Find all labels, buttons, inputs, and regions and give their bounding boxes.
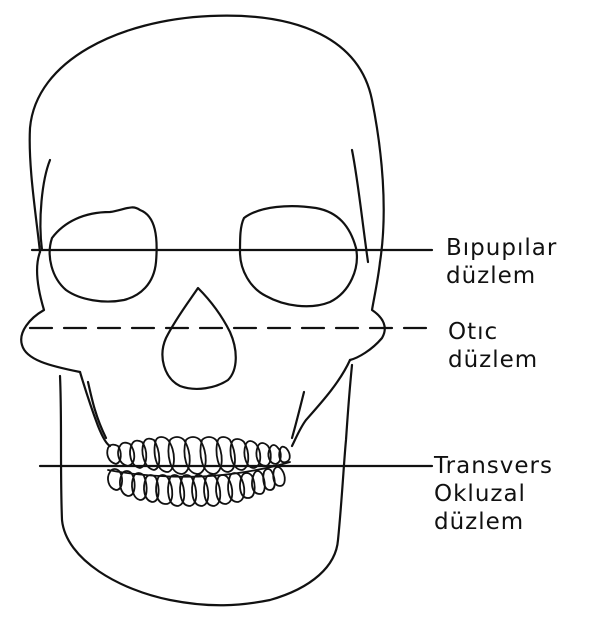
- transvers-label-line-1: Transvers: [434, 452, 553, 480]
- nasal-cavity: [162, 288, 235, 389]
- bipupilar-label: Bıpupılar düzlem: [446, 234, 557, 290]
- left-cheek-outline: [21, 252, 80, 372]
- right-cheek-outline: [350, 262, 385, 360]
- lower-teeth: [108, 467, 285, 506]
- transvers-label-line-3: düzlem: [434, 508, 553, 536]
- right-orbit: [240, 206, 357, 306]
- bipupilar-label-line-1: Bıpupılar: [446, 234, 557, 262]
- left-orbit: [50, 207, 157, 301]
- left-temporal-line: [40, 160, 50, 250]
- right-inner-jaw: [292, 392, 304, 438]
- bipupilar-label-line-2: düzlem: [446, 262, 557, 290]
- transvers-label-line-2: Okluzal: [434, 480, 553, 508]
- left-inner-jaw: [88, 382, 106, 438]
- transvers-label: Transvers Okluzal düzlem: [434, 452, 553, 536]
- otic-label: Otıc düzlem: [448, 318, 538, 374]
- cranium-outline: [30, 16, 384, 262]
- otic-label-line-1: Otıc: [448, 318, 538, 346]
- otic-label-line-2: düzlem: [448, 346, 538, 374]
